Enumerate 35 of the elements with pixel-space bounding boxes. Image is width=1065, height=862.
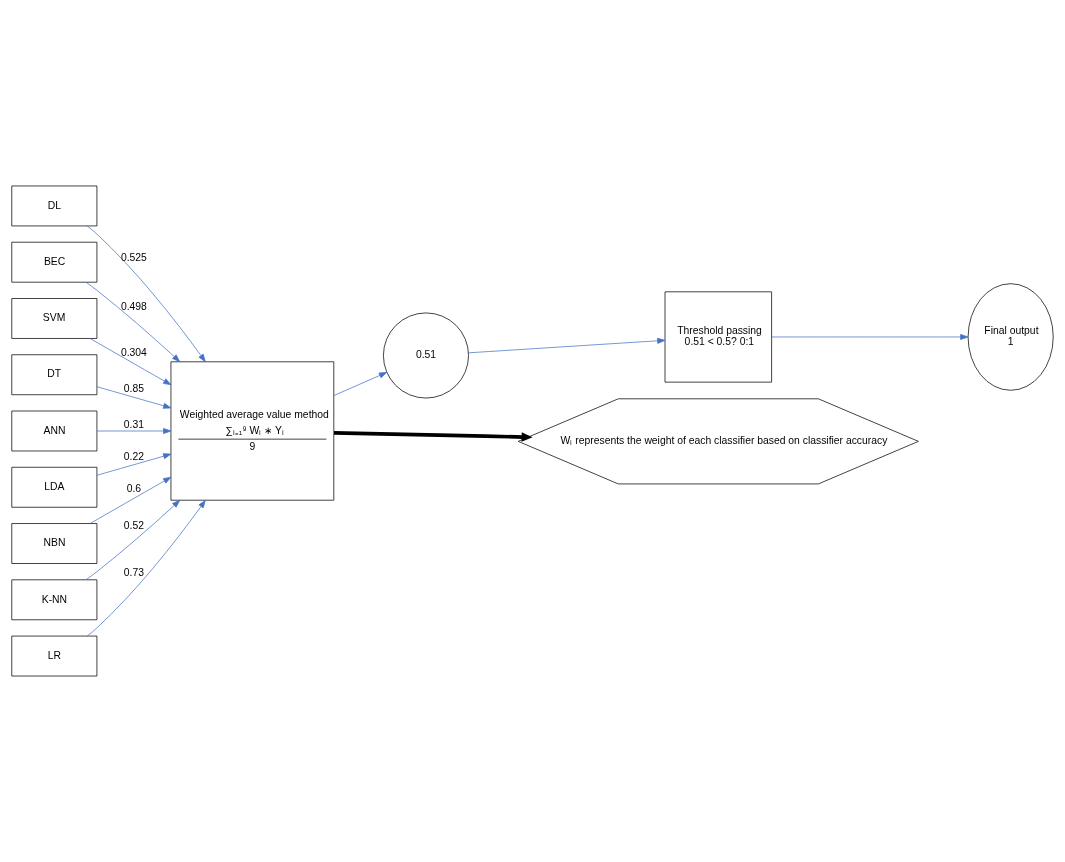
arrow (86, 225, 206, 362)
node-box: NBN (11, 523, 98, 564)
arrow (85, 281, 181, 363)
node-box: LDA (11, 466, 98, 508)
edge-label: 0.525 (120, 251, 147, 263)
arrow (468, 337, 666, 354)
arrow (333, 430, 533, 442)
node-circle: 0.51 (383, 312, 469, 399)
node-box: ANN (11, 410, 98, 452)
edge-label: 0.73 (123, 567, 145, 579)
node-box: LR (11, 635, 98, 677)
edge-label: 0.52 (123, 519, 145, 531)
arrow (89, 338, 172, 386)
node-ellipse: Final output 1 (967, 283, 1054, 391)
arrow (85, 499, 181, 581)
arrow (96, 428, 172, 434)
node-box: SVM (11, 298, 98, 339)
arrow (333, 372, 388, 396)
edge-label: 0.6 (126, 482, 142, 494)
edge-label: 0.85 (123, 382, 145, 394)
node-box: BEC (11, 241, 98, 283)
node-box: DT (11, 354, 98, 396)
arrow (89, 476, 172, 524)
node-box: DL (11, 185, 98, 227)
arrow (96, 453, 172, 476)
edge-label: 0.22 (123, 451, 145, 463)
edge-label: 0.31 (123, 419, 145, 431)
node-box: K-NN (11, 579, 98, 621)
edge-label: 0.498 (120, 300, 147, 312)
arrow (96, 386, 172, 409)
arrow (771, 334, 969, 340)
node-box: Weighted average value method ∑ₗ₌₁⁹ Wₗ ∗ Yₗ 9 (170, 361, 335, 501)
node-box: Threshold passing 0.51 < 0.5? 0:1 (664, 291, 772, 383)
edge-label: 0.304 (120, 346, 147, 358)
arrow (86, 500, 206, 637)
